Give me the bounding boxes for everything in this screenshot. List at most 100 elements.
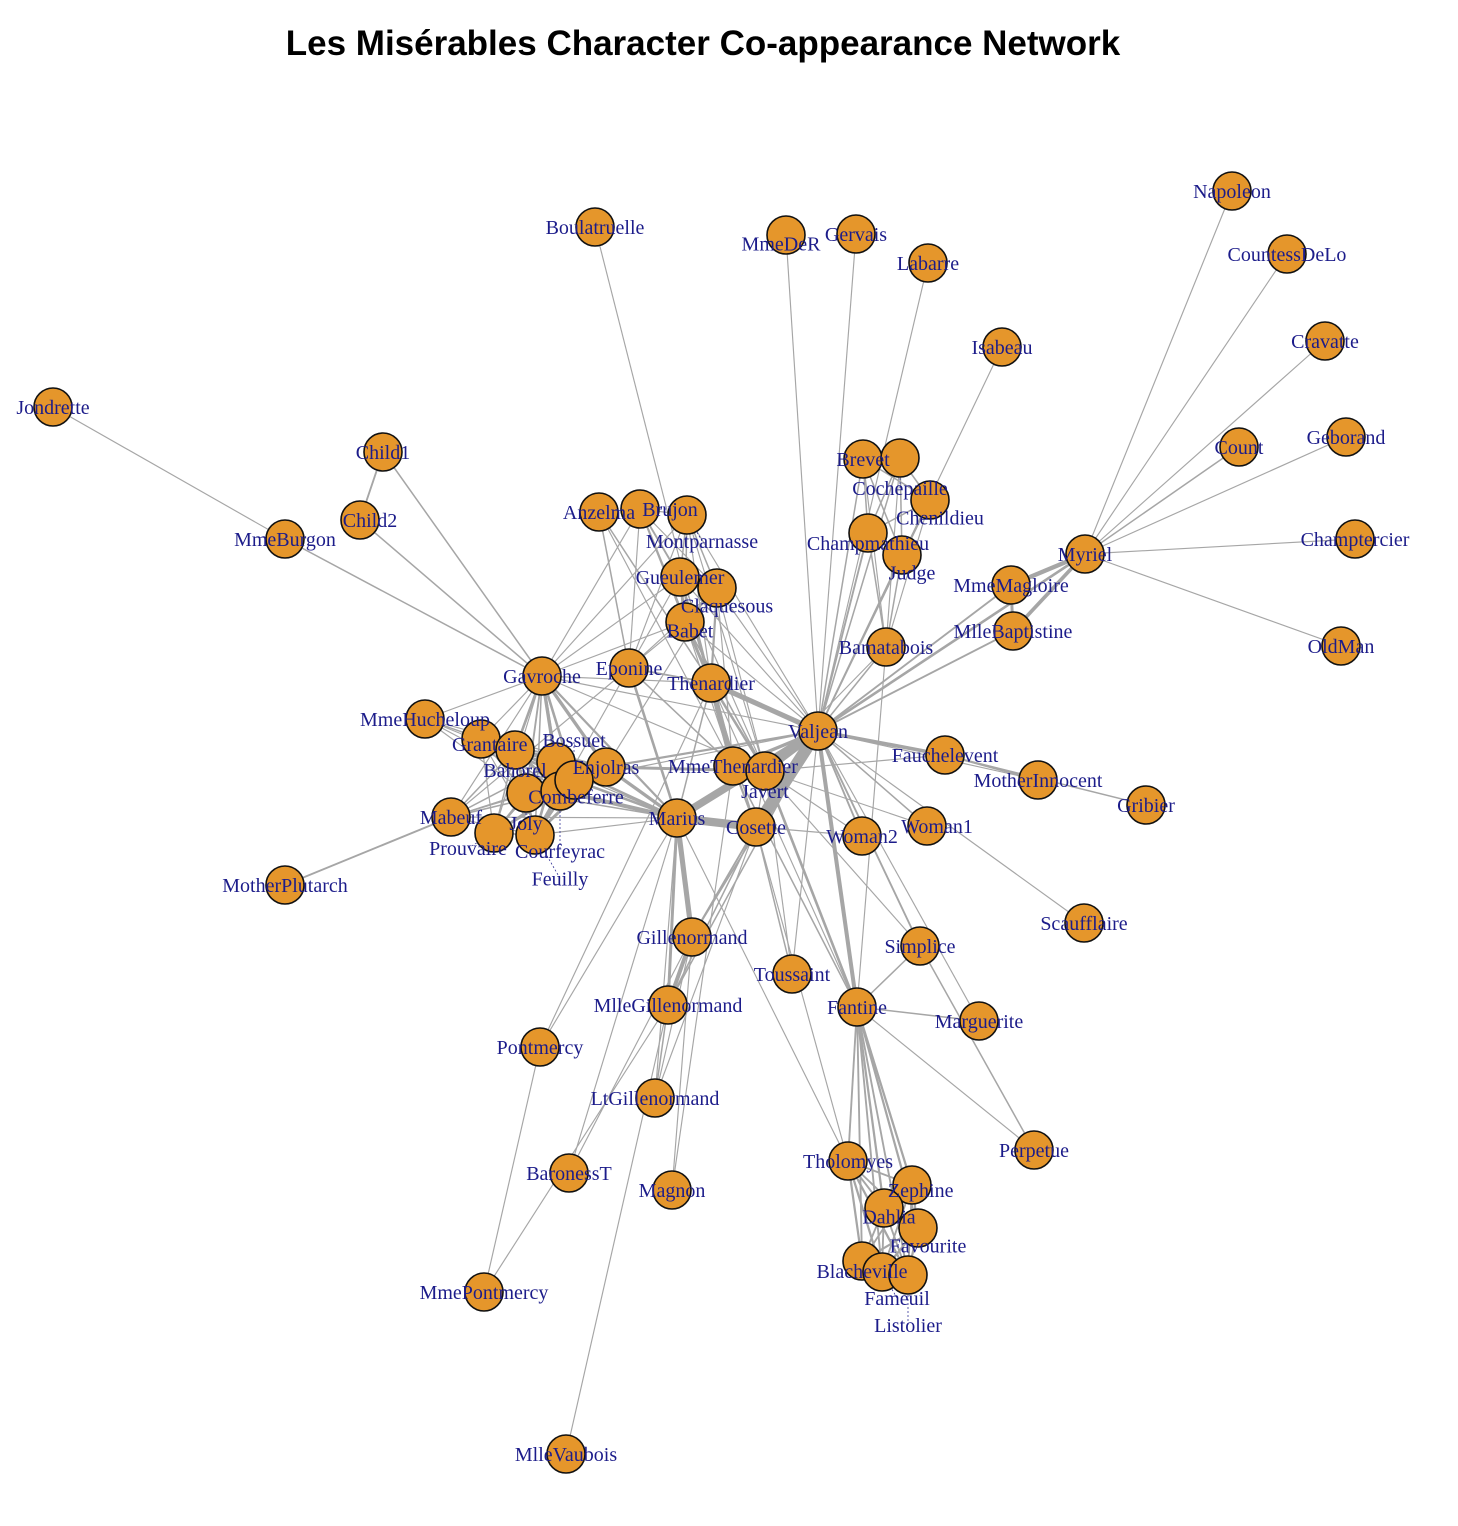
- edge-montparnasse-valjean: [686, 514, 819, 732]
- edge-mlle-baptistine-valjean: [817, 630, 1014, 732]
- node-dahlia[interactable]: [864, 1188, 904, 1228]
- node-cochepaille[interactable]: [880, 438, 920, 478]
- node-label-mme-magloire: MmeMagloire: [953, 575, 1069, 597]
- node-tholomyes[interactable]: [828, 1141, 868, 1181]
- node-boulatruelle[interactable]: [575, 207, 615, 247]
- edge-mme-magloire-valjean: [817, 584, 1012, 732]
- node-cravatte[interactable]: [1305, 321, 1345, 361]
- node-toussaint[interactable]: [772, 954, 812, 994]
- node-countess-de-lo[interactable]: [1267, 234, 1307, 274]
- node-judge[interactable]: [882, 535, 922, 575]
- node-gervais[interactable]: [836, 214, 876, 254]
- edge-anzelma-mme-thenardier: [598, 511, 734, 767]
- node-isabeau[interactable]: [982, 327, 1022, 367]
- node-babet[interactable]: [665, 602, 705, 642]
- node-favourite[interactable]: [898, 1208, 938, 1248]
- node-label-combeferre: Combeferre: [528, 787, 624, 809]
- edge-mlle-vaubois-mlle-gillenormand: [565, 1004, 669, 1455]
- node-mlle-baptistine[interactable]: [993, 611, 1033, 651]
- node-geborand[interactable]: [1326, 417, 1366, 457]
- node-gribier[interactable]: [1126, 785, 1166, 825]
- edge-child1-gavroche: [382, 451, 543, 677]
- node-label-bahorel: Bahorel: [483, 760, 547, 782]
- node-pontmercy[interactable]: [520, 1027, 560, 1067]
- node-count[interactable]: [1219, 427, 1259, 467]
- node-bahorel[interactable]: [495, 730, 535, 770]
- node-label-myriel: Myriel: [1058, 544, 1113, 566]
- node-lt-gillenormand[interactable]: [635, 1078, 675, 1118]
- node-label-mme-hucheloup: MmeHucheloup: [360, 709, 490, 731]
- node-label-bamatabois: Bamatabois: [839, 637, 934, 659]
- node-marguerite[interactable]: [959, 1001, 999, 1041]
- node-valjean[interactable]: [798, 711, 838, 751]
- node-label-chenildieu: Chenildieu: [896, 507, 984, 529]
- node-cosette[interactable]: [736, 807, 776, 847]
- node-label-gervais: Gervais: [825, 224, 887, 246]
- node-child2[interactable]: [340, 500, 380, 540]
- node-prouvaire[interactable]: [474, 813, 514, 853]
- edge-myriel-champtercier: [1084, 538, 1356, 555]
- node-gavroche[interactable]: [522, 656, 562, 696]
- node-napoleon[interactable]: [1212, 171, 1252, 211]
- node-champtercier[interactable]: [1335, 519, 1375, 559]
- node-mme-magloire[interactable]: [991, 565, 1031, 605]
- node-scaufflaire[interactable]: [1064, 903, 1104, 943]
- node-label-baroness-t: BaronessT: [526, 1163, 612, 1185]
- node-label-mlle-vaubois: MlleVaubois: [515, 1444, 617, 1466]
- node-jondrette[interactable]: [33, 387, 73, 427]
- node-label-thenardier: Thenardier: [667, 673, 755, 695]
- node-bossuet[interactable]: [554, 760, 594, 800]
- node-listolier[interactable]: [888, 1255, 928, 1295]
- node-woman1[interactable]: [907, 806, 947, 846]
- node-javert[interactable]: [745, 751, 785, 791]
- edge-brujon-eponine: [628, 508, 641, 669]
- node-zephine[interactable]: [892, 1165, 932, 1205]
- node-thenardier[interactable]: [691, 663, 731, 703]
- node-mlle-vaubois[interactable]: [546, 1434, 586, 1474]
- node-mme-burgon[interactable]: [265, 519, 305, 559]
- node-magnon[interactable]: [652, 1170, 692, 1210]
- edge-feuilly-marius: [534, 817, 678, 836]
- edge-fantine-fameuil: [856, 1006, 883, 1273]
- node-montparnasse[interactable]: [667, 495, 707, 535]
- node-brujon[interactable]: [620, 489, 660, 529]
- edge-claquesous-valjean: [716, 587, 819, 732]
- node-old-man[interactable]: [1321, 626, 1361, 666]
- node-mme-pontmercy[interactable]: [464, 1272, 504, 1312]
- node-anzelma[interactable]: [579, 492, 619, 532]
- node-mabeuf[interactable]: [431, 797, 471, 837]
- node-woman2[interactable]: [842, 816, 882, 856]
- node-mother-plutarch[interactable]: [265, 865, 305, 905]
- node-gillenormand[interactable]: [672, 917, 712, 957]
- node-perpetue[interactable]: [1014, 1130, 1054, 1170]
- edge-myriel-count: [1084, 446, 1240, 555]
- node-myriel[interactable]: [1065, 534, 1105, 574]
- node-mlle-gillenormand[interactable]: [648, 985, 688, 1025]
- node-mme-hucheloup[interactable]: [405, 699, 445, 739]
- node-label-jondrette: Jondrette: [16, 397, 89, 419]
- node-champmathieu[interactable]: [848, 513, 888, 553]
- node-mme-de-r[interactable]: [766, 215, 806, 255]
- node-feuilly[interactable]: [515, 815, 555, 855]
- node-chenildieu[interactable]: [910, 480, 950, 520]
- edge-pontmercy-thenardier: [539, 682, 712, 1048]
- node-gueulemer[interactable]: [660, 557, 700, 597]
- edge-cosette-tholomyes: [755, 826, 849, 1162]
- node-label-scaufflaire: Scaufflaire: [1040, 913, 1127, 935]
- edge-fantine-zephine: [855, 1006, 914, 1186]
- node-claquesous[interactable]: [697, 568, 737, 608]
- node-child1[interactable]: [363, 432, 403, 472]
- node-label-mabeuf: Mabeuf: [420, 807, 483, 829]
- node-label-favourite: Favourite: [890, 1235, 967, 1257]
- node-fantine[interactable]: [837, 987, 877, 1027]
- node-marius[interactable]: [657, 798, 697, 838]
- node-eponine[interactable]: [609, 648, 649, 688]
- edge-toussaint-javert: [764, 770, 793, 975]
- edge-mme-de-r-valjean: [785, 234, 819, 732]
- node-simplice[interactable]: [900, 926, 940, 966]
- node-baroness-t[interactable]: [549, 1153, 589, 1193]
- node-mother-innocent[interactable]: [1018, 760, 1058, 800]
- node-bamatabois[interactable]: [866, 627, 906, 667]
- node-fauchelevent[interactable]: [925, 735, 965, 775]
- node-labarre[interactable]: [908, 243, 948, 283]
